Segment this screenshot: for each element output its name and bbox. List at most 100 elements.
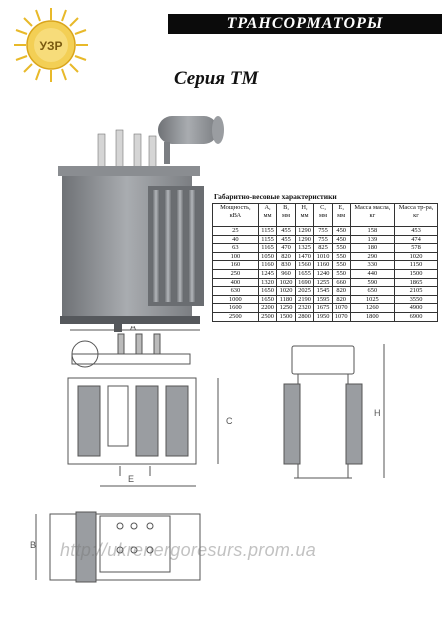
- table-cell: 1240: [313, 268, 333, 279]
- table-cell: 2500: [212, 311, 259, 322]
- table-cell: 755: [313, 226, 333, 236]
- table-cell: 2025: [294, 286, 315, 296]
- table-header-cell: H, мм: [294, 203, 315, 227]
- table-cell: 1650: [257, 294, 278, 305]
- table-cell: 820: [331, 286, 351, 296]
- table-cell: 550: [331, 268, 351, 279]
- table-cell: 1260: [349, 303, 396, 313]
- watermark-url: http://ukrenergoresurs.prom.ua: [60, 540, 317, 560]
- table-cell: 1160: [313, 260, 333, 270]
- table-cell: 1010: [313, 251, 333, 262]
- table-cell: 960: [276, 268, 296, 279]
- dim-label-b: B: [30, 540, 36, 550]
- technical-drawing: A E C H B: [30, 326, 385, 583]
- table-cell: 1595: [313, 294, 333, 305]
- table-cell: 139: [349, 234, 396, 245]
- top-view: B: [30, 511, 201, 583]
- table-cell: 1255: [313, 277, 333, 288]
- table-cell: 1020: [276, 277, 296, 288]
- header-banner: ТРАНСОРМАТОРЫ: [168, 14, 442, 34]
- table-cell: 4900: [394, 303, 438, 313]
- table-cell: 250: [212, 268, 259, 279]
- company-logo: УЗР: [14, 8, 88, 82]
- table-cell: 1245: [257, 268, 278, 279]
- table-title: Габаритно-весовые характеристики: [214, 192, 337, 201]
- table-cell: 180: [349, 243, 396, 253]
- table-cell: 1150: [394, 260, 438, 270]
- table-cell: 1020: [394, 251, 438, 262]
- sun-rays-icon: [14, 8, 88, 82]
- table-cell: 825: [313, 243, 333, 253]
- table-cell: 1650: [257, 286, 278, 296]
- dim-label-e: E: [128, 474, 134, 484]
- table-cell: 1600: [212, 303, 259, 313]
- table-cell: 820: [331, 294, 351, 305]
- table-cell: 630: [212, 286, 259, 296]
- table-cell: 474: [394, 234, 438, 245]
- table-cell: 590: [349, 277, 396, 288]
- table-cell: 455: [276, 234, 296, 245]
- table-cell: 1070: [331, 303, 351, 313]
- table-cell: 2200: [257, 303, 278, 313]
- table-cell: 2105: [394, 286, 438, 296]
- table-cell: 650: [349, 286, 396, 296]
- table-cell: 1290: [294, 226, 315, 236]
- table-cell: 2190: [294, 294, 315, 305]
- specs-table-section: Габаритно-весовые характеристики Мощност…: [212, 192, 438, 322]
- table-header-cell: B, мм: [276, 203, 296, 227]
- table-header-cell: Мощность, кВА: [212, 203, 259, 227]
- table-cell: 453: [394, 226, 438, 236]
- table-cell: 455: [276, 226, 296, 236]
- table-cell: 470: [276, 243, 296, 253]
- table-cell: 1160: [257, 260, 278, 270]
- dim-label-h: H: [374, 408, 381, 418]
- table-cell: 100: [212, 251, 259, 262]
- table-cell: 1800: [349, 311, 396, 322]
- table-cell: 830: [276, 260, 296, 270]
- table-cell: 400: [212, 277, 259, 288]
- table-cell: 1500: [394, 268, 438, 279]
- table-cell: 6900: [394, 311, 438, 322]
- table-cell: 1560: [294, 260, 315, 270]
- table-cell: 2320: [294, 303, 315, 313]
- table-cell: 1950: [313, 311, 333, 322]
- front-view: A E C: [67, 326, 233, 487]
- table-header-cell: C, мм: [313, 203, 333, 227]
- table-header-cell: Масса тр-ра, кг: [394, 203, 438, 227]
- dim-label-a: A: [130, 326, 136, 332]
- table-cell: 158: [349, 226, 396, 236]
- table-cell: 1180: [276, 294, 296, 305]
- table-cell: 330: [349, 260, 396, 270]
- side-view: H: [283, 344, 385, 479]
- table-cell: 25: [212, 226, 259, 236]
- table-cell: 1000: [212, 294, 259, 305]
- table-cell: 63: [212, 243, 259, 253]
- table-header-cell: A, мм: [257, 203, 278, 227]
- table-cell: 1675: [313, 303, 333, 313]
- table-cell: 1070: [331, 311, 351, 322]
- table-cell: 160: [212, 260, 259, 270]
- table-cell: 1690: [294, 277, 315, 288]
- table-cell: 578: [394, 243, 438, 253]
- table-cell: 1500: [276, 311, 296, 322]
- table-cell: 2500: [257, 311, 278, 322]
- table-cell: 1290: [294, 234, 315, 245]
- transformer-photo: [58, 116, 224, 332]
- table-cell: 1250: [276, 303, 296, 313]
- table-cell: 1025: [349, 294, 396, 305]
- table-cell: 1155: [257, 234, 278, 245]
- table-cell: 1320: [257, 277, 278, 288]
- table-cell: 1655: [294, 268, 315, 279]
- table-cell: 3550: [394, 294, 438, 305]
- table-cell: 660: [331, 277, 351, 288]
